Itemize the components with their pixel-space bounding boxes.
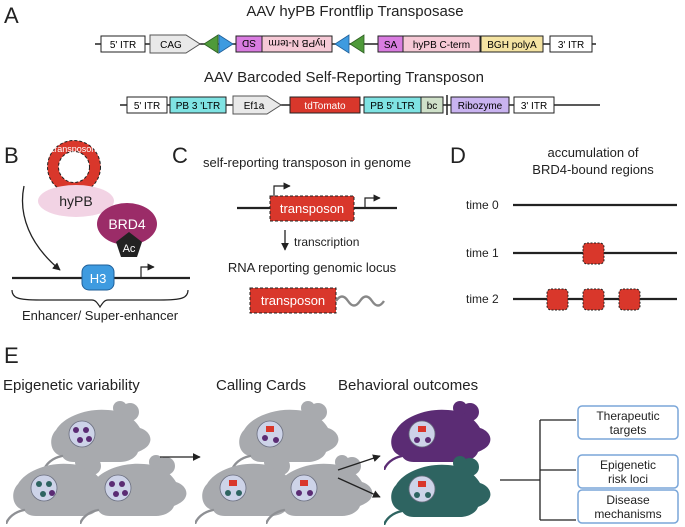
rna-tail [335,295,385,307]
h3-label: H3 [90,271,107,286]
c2-ef1a-label: Ef1a [244,101,265,112]
time2-label: time 2 [466,292,499,306]
outcome-bracket [500,419,576,521]
ac-label: Ac [123,243,136,255]
c2-itr3-label: 3' ITR [521,101,547,112]
brd4-region-t2-b [582,288,605,311]
transcription-label: transcription [294,235,359,249]
c2-ribozyme-label: Ribozyme [458,101,503,112]
rna-transposon-label: transposon [261,293,325,308]
outcome-box-therapeutic [577,405,679,440]
c2-bc-label: bc [427,101,438,112]
rna-transposon [249,287,337,314]
panel-label-d: D [450,143,466,168]
brd4-region-t1 [582,242,605,265]
c2-tdtomato-label: tdTomato [304,101,346,112]
construct1: 5' ITR CAG SD hyPB N-term SA hyPB C-term… [95,34,596,54]
panel-label-c: C [172,143,188,168]
genomic-transposon-label: transposon [280,201,344,216]
construct2: 5' ITR PB 3 'LTR Ef1a tdTomato PB 5' LTR… [120,95,600,115]
arrow-cc-to-teal [337,477,381,498]
outcome-box-epigenetic [577,454,679,489]
panel-label-a: A [4,3,19,28]
loxp-blue-2 [334,34,350,54]
c1-itr5-label: 5' ITR [110,40,136,51]
panel-label-e: E [4,343,19,368]
enhancer-bracket [11,289,189,309]
brd4-region-t2-a [546,288,569,311]
behavioral-label: Behavioral outcomes [338,377,478,394]
insertion-arrow [21,185,61,271]
arrow-cc-to-purple [337,454,381,471]
c2-itr5-label: 5' ITR [134,101,160,112]
enhancer-label: Enhancer/ Super-enhancer [22,308,179,323]
outcome2-line2: risk loci [608,472,648,486]
genomic-transposon [269,195,355,222]
calling-label: Calling Cards [216,377,306,394]
h3-histone [81,264,115,291]
panel-label-b: B [4,143,19,168]
loxp-blue-1 [218,34,234,54]
hypb-label: hyPB [59,193,92,209]
c1-sa-label: SA [384,40,398,51]
c2-pb3-label: PB 3 'LTR [176,101,221,112]
outcome1-line2: targets [610,423,647,437]
brd4-protein [97,203,157,245]
brd4-label: BRD4 [108,216,146,232]
time1-label: time 1 [466,246,499,260]
panel-c-subtitle: RNA reporting genomic locus [228,260,397,275]
time0-label: time 0 [466,198,499,212]
c1-cterm-label: hyPB C-term [413,40,470,51]
mouse-teal [384,454,492,525]
construct1-title: AAV hyPB Frontflip Transposase [246,3,463,20]
transposon-ring-label: transposon [52,144,97,154]
epigenetic-label: Epigenetic variability [3,377,140,394]
chromatin-dots [36,426,431,498]
loxp-green-2 [349,34,365,54]
acetyl-pentagon [116,232,142,257]
loxp-green-1 [203,34,219,54]
c1-nterm-label: hyPB N-term [268,37,325,48]
brd4-region-t2-c [618,288,641,311]
outcome3-line1: Disease [606,493,650,507]
outcome2-line1: Epigenetic [600,458,656,472]
construct2-title: AAV Barcoded Self-Reporting Transposon [204,69,484,86]
c1-itr3-label: 3' ITR [558,40,584,51]
panel-d-title-1: accumulation of [547,145,638,160]
c1-cag-label: CAG [160,40,182,51]
outcome1-line1: Therapeutic [596,409,659,423]
panel-d-title-2: BRD4-bound regions [532,162,654,177]
c1-sd-label: SD [242,37,256,48]
panel-c-title: self-reporting transposon in genome [203,155,411,170]
outcome-box-disease [577,489,679,524]
hypb-protein [38,185,114,217]
c1-bgh-label: BGH polyA [487,40,537,51]
c2-pb5-label: PB 5' LTR [370,101,415,112]
outcome3-line2: mechanisms [594,507,661,521]
